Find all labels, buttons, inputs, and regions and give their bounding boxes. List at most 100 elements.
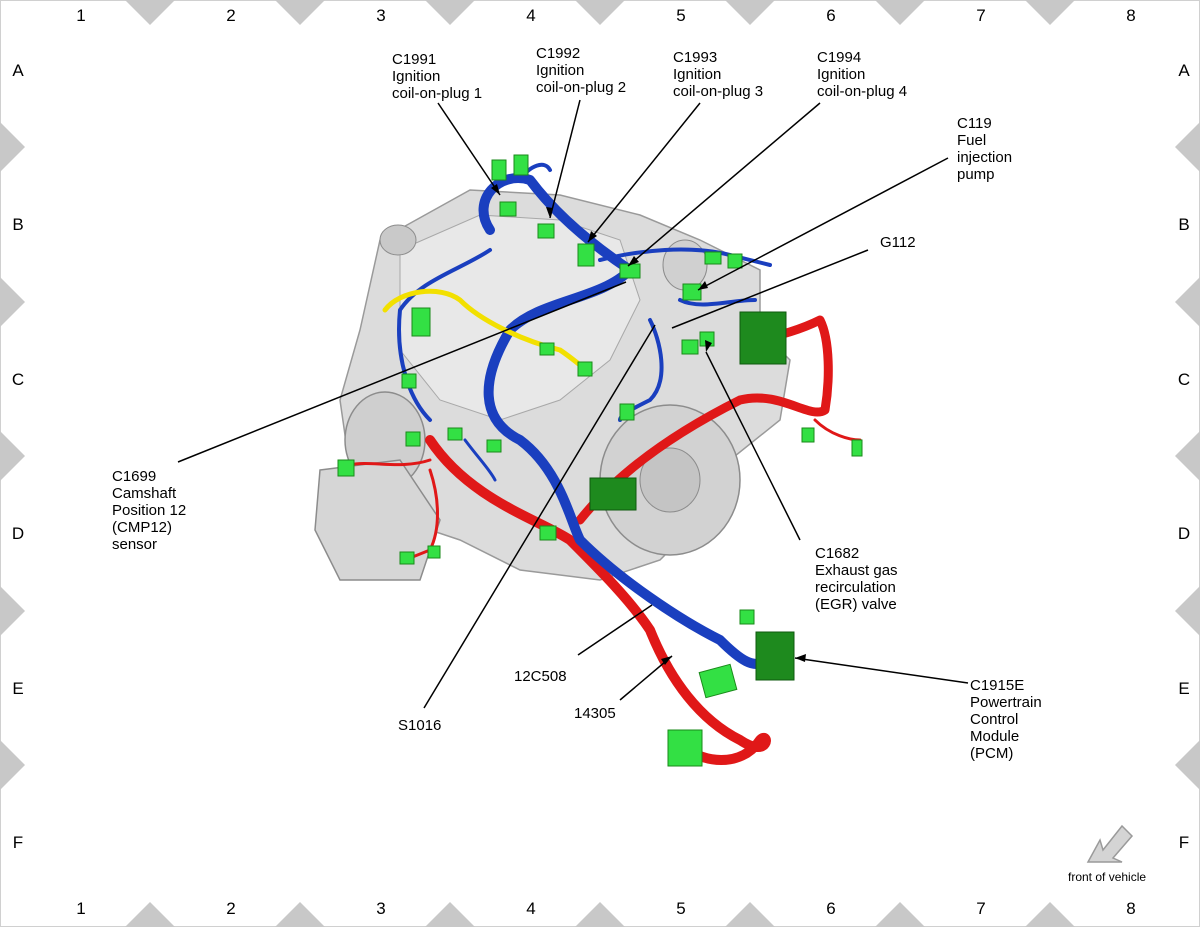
callout-c119: C119 Fuel injection pump [957,115,1013,183]
grid-col-top-4: 4 [526,6,536,25]
callout-c1682: C1682 Exhaust gas recirculation (EGR) va… [815,545,898,613]
leader-arrowhead [491,184,500,195]
connector [704,251,722,265]
leader-line [619,655,673,701]
grid-marker-left [0,431,25,481]
grid-marker-left [0,277,25,327]
leader-line [697,157,949,291]
connector [399,551,415,565]
grid-col-top-3: 3 [376,6,386,25]
grid-row-right-d: D [1177,524,1191,543]
grid-col-bottom-1: 1 [76,899,86,918]
grid-row-right-e: E [1178,679,1190,698]
leader-line [587,102,701,243]
grid-row-right-c: C [1177,370,1191,389]
connector [667,729,703,767]
connector-c1993 [577,243,595,267]
connector [337,459,355,477]
ac-compressor [314,459,441,581]
leader-line [423,324,656,709]
grid-marker-top [875,0,925,25]
grid-col-bottom-6: 6 [826,899,836,918]
grid-col-top-5: 5 [676,6,686,25]
connector [447,427,463,441]
callout-g112: G112 [880,234,916,251]
connector [401,373,417,389]
leader-line [577,604,653,656]
leader-arrowheads [491,184,806,665]
leader-arrowhead [546,207,553,218]
leader-line [705,351,801,541]
connector [405,431,421,447]
connector [589,477,637,511]
grid-col-top-8: 8 [1126,6,1136,25]
grid-marker-right [1175,277,1200,327]
grid-col-bottom-2: 2 [226,899,236,918]
connector [577,361,593,377]
leader-line [627,102,821,267]
connector [727,253,743,269]
grid-marker-bottom [1025,902,1075,927]
leader-line [549,99,581,219]
leader-arrowhead [588,231,597,242]
grid-row-left-d: D [11,524,25,543]
leader-line [177,281,627,463]
grid-marker-top [575,0,625,25]
connector-c1699 [411,307,431,337]
grid-col-top-1: 1 [76,6,86,25]
grid-marker-right [1175,586,1200,636]
connector-c119 [682,283,702,301]
grid-marker-right [1175,122,1200,172]
leader-line [671,249,869,329]
callout-c1699: C1699 Camshaft Position 12 (CMP12) senso… [112,468,187,553]
connector [513,154,529,176]
leader-arrowhead [628,256,639,266]
connector [801,427,815,443]
harness-yellow [382,288,593,375]
grid-marker-left [0,740,25,790]
callout-c1992: C1992 Ignition coil-on-plug 2 [536,45,627,96]
grid-marker-bottom [425,902,475,927]
grid-marker-bottom [575,902,625,927]
connector-c1994 [619,263,641,279]
connector [427,545,441,559]
grid-row-left-c: C [11,370,25,389]
grid-marker-top [425,0,475,25]
connector-c1915e [755,631,795,681]
leader-arrowhead [661,656,672,665]
callout-12c508: 12C508 [514,668,567,685]
grid-row-right-a: A [1178,61,1190,80]
connectors [337,154,863,767]
callout-c1991: C1991 Ignition coil-on-plug 1 [392,51,483,102]
engine-block [314,189,791,581]
grid-marker-bottom [725,902,775,927]
grid-marker-bottom [875,902,925,927]
grid-col-bottom-4: 4 [526,899,536,918]
connector [539,525,557,541]
connector [619,403,635,421]
grid-marker-right [1175,740,1200,790]
connector [851,439,863,457]
connector [539,342,555,356]
grid-col-top-6: 6 [826,6,836,25]
leader-arrowhead [698,281,708,290]
leader-line [794,657,969,684]
connector [698,663,738,699]
grid-row-left-a: A [12,61,24,80]
grid-row-left-f: F [12,833,24,852]
grid-marker-left [0,586,25,636]
connector-c1991 [499,201,517,217]
connector [491,159,507,181]
grid-col-bottom-3: 3 [376,899,386,918]
grid-row-right-f: F [1178,833,1190,852]
grid-row-left-b: B [12,215,24,234]
leader-arrowhead [705,340,712,352]
grid-marker-bottom [275,902,325,927]
leader-arrowhead [795,654,806,662]
grid-col-top-2: 2 [226,6,236,25]
callout-s1016: S1016 [398,717,442,734]
grid-marker-top [1025,0,1075,25]
callout-14305: 14305 [574,705,616,722]
connector-c1682 [681,339,699,355]
